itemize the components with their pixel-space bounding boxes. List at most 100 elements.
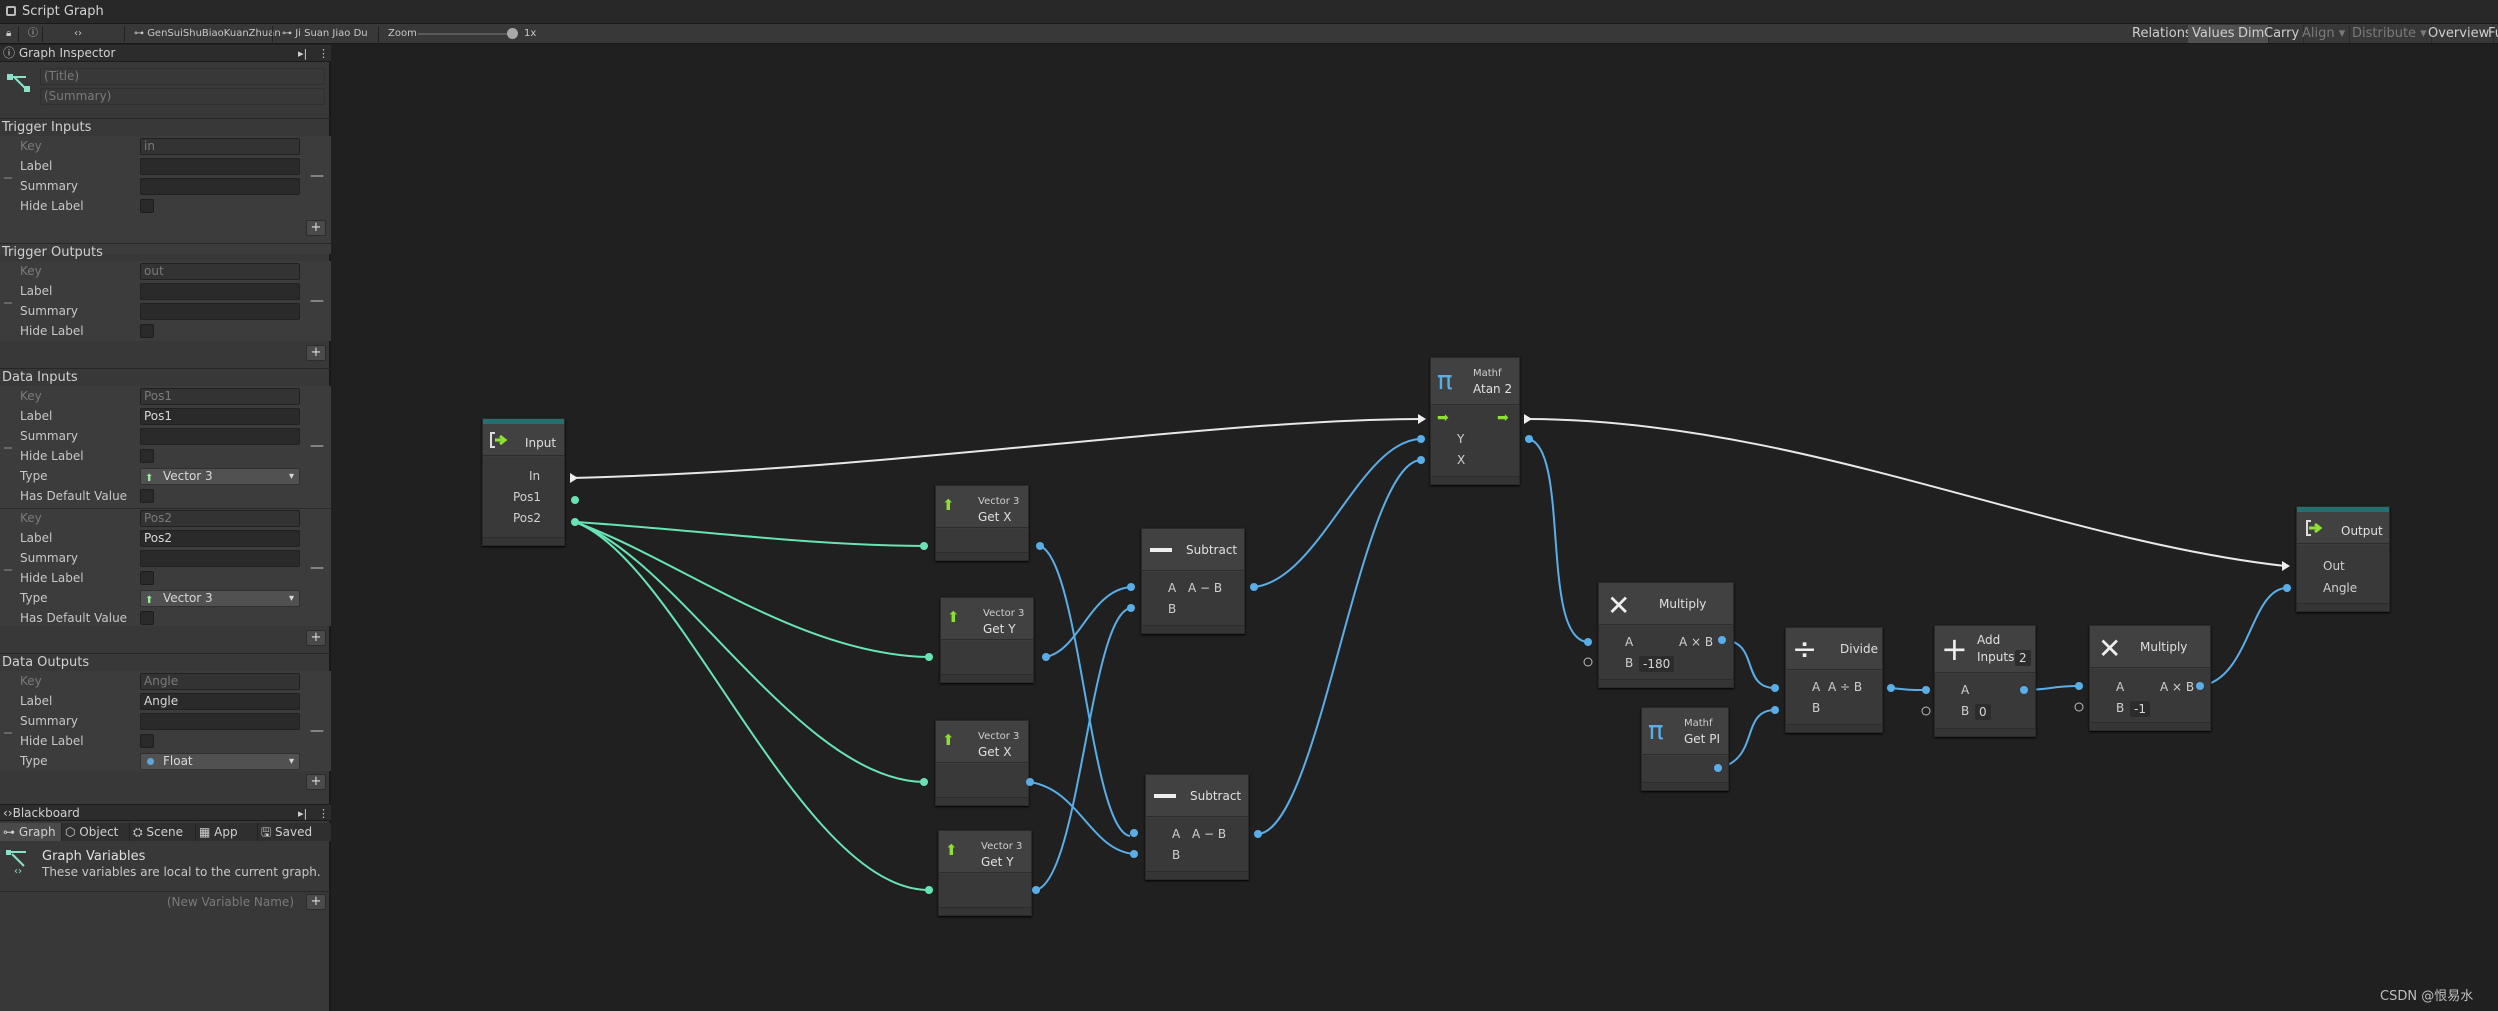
trigger-input-summary-field[interactable]	[140, 178, 300, 195]
tab-object[interactable]: ⬡ Object	[62, 823, 130, 841]
trigger-output-label-field[interactable]	[140, 283, 300, 300]
data-input-2-summary-field[interactable]	[140, 550, 300, 567]
mathf-get-pi-node[interactable]: π Mathf Get PI	[1641, 707, 1729, 791]
data-input-2-key-field[interactable]: Pos2	[140, 510, 300, 527]
add-trigger-input-button[interactable]: +	[306, 220, 326, 236]
add-node[interactable]: + Add Inputs 2 A B 0	[1934, 625, 2036, 737]
graph-icon: ⊶	[3, 825, 19, 839]
graph-title-input[interactable]: (Title)	[40, 68, 325, 85]
tab-saved[interactable]: 🖫︎ Saved	[261, 825, 313, 839]
carry-toggle[interactable]: Carry	[2260, 25, 2305, 43]
input-count-value[interactable]: 2	[2015, 650, 2031, 666]
remove-item-icon[interactable]: —	[310, 723, 324, 739]
add-trigger-output-button[interactable]: +	[306, 345, 326, 361]
graph-icon: ⊶	[282, 28, 296, 39]
zoom-slider-thumb[interactable]	[507, 28, 518, 39]
data-input-1-hide-label-checkbox[interactable]	[140, 449, 154, 463]
input-b-value[interactable]: -1	[2130, 701, 2150, 717]
maximize-icon[interactable]: ▸|	[298, 807, 308, 820]
port-label: A − B	[1188, 581, 1223, 595]
node-title: Multiply	[2140, 640, 2188, 654]
label-label: Label	[20, 284, 53, 298]
breadcrumb-current[interactable]: ⊶ Ji Suan Jiao Du	[282, 28, 368, 39]
align-dropdown[interactable]: Align ▾	[2298, 25, 2351, 43]
data-output-summary-field[interactable]	[140, 713, 300, 730]
reorder-handle-icon[interactable]	[4, 302, 12, 304]
node-title: Multiply	[1659, 597, 1707, 611]
vector3-get-y-node[interactable]: ⬆︎ Vector 3 Get Y	[938, 830, 1032, 916]
reorder-handle-icon[interactable]	[4, 732, 12, 734]
data-output-hide-label-checkbox[interactable]	[140, 734, 154, 748]
add-data-input-button[interactable]: +	[306, 630, 326, 646]
add-variable-button[interactable]: +	[306, 894, 326, 910]
remove-item-icon[interactable]: —	[310, 438, 324, 454]
vector3-get-y-node[interactable]: ⬆︎ Vector 3 Get Y	[940, 597, 1034, 683]
data-input-1-key-field[interactable]: Pos1	[140, 388, 300, 405]
subtract-node[interactable]: Subtract A A − B B	[1141, 528, 1245, 634]
node-category: Mathf	[1473, 368, 1502, 379]
data-input-1-summary-field[interactable]	[140, 428, 300, 445]
data-output-type-dropdown[interactable]: Float	[140, 753, 300, 770]
trigger-input-hide-label-checkbox[interactable]	[140, 199, 154, 213]
input-b-value[interactable]: 0	[1975, 704, 1991, 720]
tab-graph[interactable]: ⊶ Graph	[0, 823, 62, 841]
graph-canvas[interactable]	[333, 45, 2498, 1011]
multiply-node[interactable]: ✕ Multiply A A × B B -180	[1598, 582, 1734, 688]
data-input-1-has-default-checkbox[interactable]	[140, 489, 154, 503]
data-input-1-label-field[interactable]: Pos1	[140, 408, 300, 425]
node-title: Subtract	[1186, 543, 1238, 557]
pin-icon[interactable]: ⋮	[318, 807, 329, 820]
data-input-2-has-default-checkbox[interactable]	[140, 611, 154, 625]
values-toggle[interactable]: Values	[2188, 25, 2240, 43]
trigger-output-key-field[interactable]: out	[140, 263, 300, 280]
port-label: B	[1625, 656, 1634, 670]
multiply-node[interactable]: ✕ Multiply A A × B B -1	[2089, 625, 2211, 731]
reorder-handle-icon[interactable]	[4, 569, 12, 571]
vector3-get-x-node[interactable]: ⬆︎ Vector 3 Get X	[935, 485, 1029, 561]
new-variable-name-input[interactable]: (New Variable Name)	[166, 895, 294, 909]
graph-summary-input[interactable]: (Summary)	[40, 88, 325, 105]
vector3-get-x-node[interactable]: ⬆︎ Vector 3 Get X	[935, 720, 1029, 806]
mathf-atan2-node[interactable]: π Mathf Atan 2 ➡︎ ➡︎ Y X	[1430, 357, 1520, 485]
reorder-handle-icon[interactable]	[4, 177, 12, 179]
tab-app[interactable]: ▦ App	[196, 823, 258, 841]
trigger-output-summary-field[interactable]	[140, 303, 300, 320]
data-input-2-type-dropdown[interactable]: ⬆︎Vector 3	[140, 590, 300, 607]
data-input-2-label-field[interactable]: Pos2	[140, 530, 300, 547]
overview-button[interactable]: Overview	[2424, 25, 2495, 43]
data-output-key-field[interactable]: Angle	[140, 673, 300, 690]
reorder-handle-icon[interactable]	[4, 447, 12, 449]
input-node[interactable]: Input In Pos1 Pos2	[482, 418, 565, 546]
key-label: Key	[20, 511, 42, 525]
trigger-input-key-field[interactable]: in	[140, 138, 300, 155]
lock-icon[interactable]: 🔒︎	[6, 28, 12, 39]
subtract-node[interactable]: Subtract A A − B B	[1145, 774, 1249, 880]
output-node[interactable]: Output Out Angle	[2296, 506, 2390, 612]
distribute-dropdown[interactable]: Distribute ▾	[2348, 25, 2432, 43]
data-input-2-hide-label-checkbox[interactable]	[140, 571, 154, 585]
info-icon[interactable]: ⓘ	[28, 28, 38, 39]
breadcrumb-root[interactable]: ⊶ GenSuiShuBiaoKuanZhuan	[134, 28, 281, 39]
tab-scene[interactable]: ⛭ Scene	[130, 823, 196, 841]
relations-toggle[interactable]: Relations	[2128, 25, 2197, 43]
remove-item-icon[interactable]: —	[310, 560, 324, 576]
data-input-1-type-dropdown[interactable]: ⬆︎Vector 3	[140, 468, 300, 485]
graph-variables-icon: ‹›	[4, 848, 32, 878]
type-label: Type	[20, 469, 48, 483]
data-output-label-field[interactable]: Angle	[140, 693, 300, 710]
scene-icon: ⛭	[133, 825, 147, 839]
add-data-output-button[interactable]: +	[306, 774, 326, 790]
zoom-slider-track[interactable]	[418, 33, 513, 35]
code-icon[interactable]: ‹›	[74, 28, 82, 39]
dim-toggle[interactable]: Dim	[2234, 25, 2270, 43]
trigger-output-hide-label-checkbox[interactable]	[140, 324, 154, 338]
remove-item-icon[interactable]: —	[310, 168, 324, 184]
pin-icon[interactable]: ⋮	[318, 47, 329, 60]
divide-node[interactable]: ÷ Divide A A ÷ B B	[1785, 627, 1883, 733]
remove-item-icon[interactable]: —	[310, 293, 324, 309]
trigger-input-label-field[interactable]	[140, 158, 300, 175]
fullscreen-button[interactable]: Fu	[2488, 26, 2498, 41]
port-label: A	[1812, 680, 1821, 694]
input-b-value[interactable]: -180	[1639, 656, 1675, 672]
maximize-icon[interactable]: ▸|	[298, 47, 308, 60]
